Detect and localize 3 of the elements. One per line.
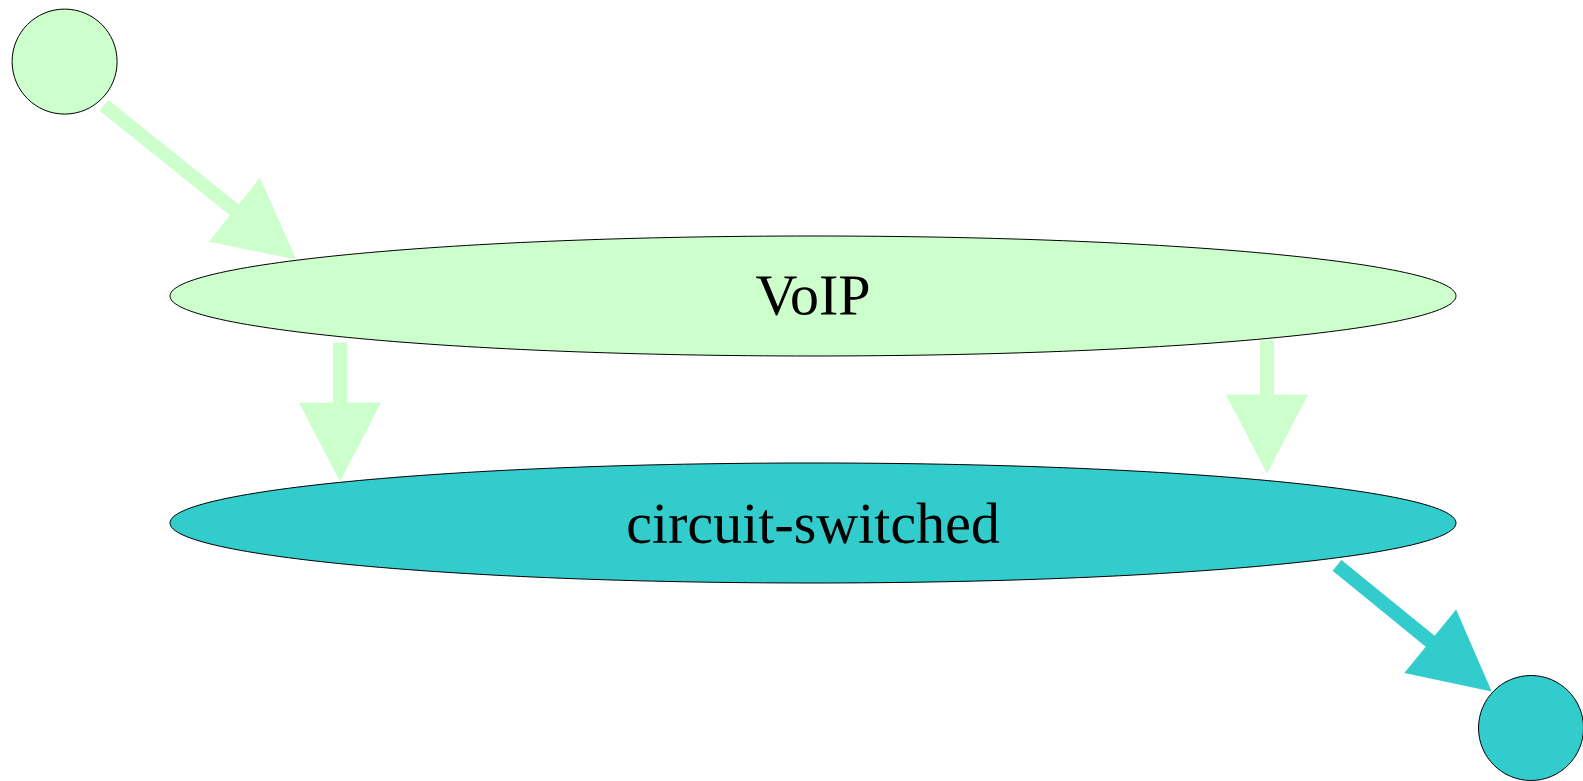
circle-node [1478,675,1583,781]
ellipse-node: circuit-switched [169,462,1457,584]
circle-node [11,8,118,115]
